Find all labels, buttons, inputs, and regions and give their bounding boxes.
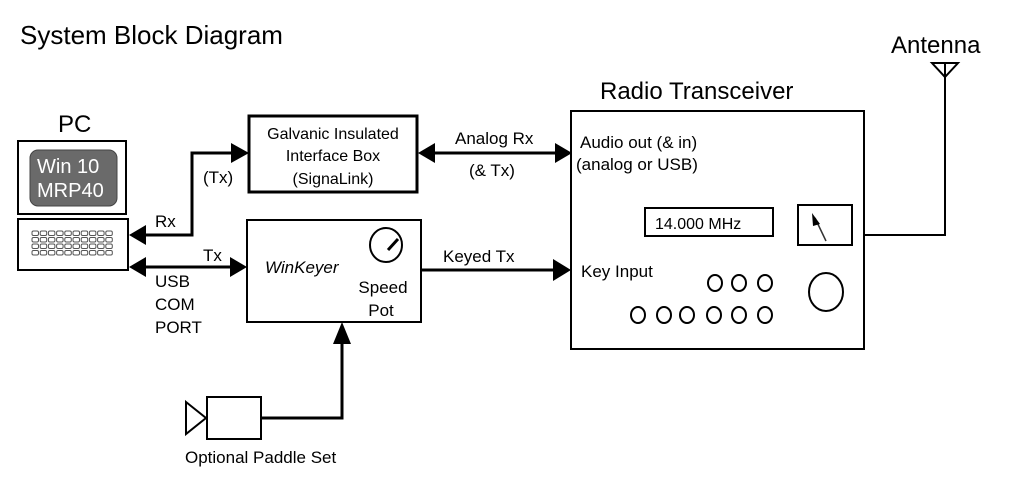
keyboard-key [98,251,105,256]
keyboard-key [106,231,113,236]
keyboard-key [40,251,47,256]
tx-label: Tx [203,246,222,265]
winkeyer-label: WinKeyer [265,258,340,277]
keyboard-key [48,244,55,249]
antenna-feedline [864,77,945,235]
keyboard-key [106,251,113,256]
usb-label-line2: COM [155,295,195,314]
arrow-to-winkeyer-paddle [333,322,351,344]
keyboard-key [32,244,39,249]
keyboard-key [73,251,80,256]
keyboard-key [65,244,72,249]
keyboard-key [57,238,64,243]
keyboard-key [40,231,47,236]
analog-tx-label: (& Tx) [469,161,515,180]
keyboard-key [65,238,72,243]
keyboard-key [32,231,39,236]
keyboard-key [98,231,105,236]
keyboard-key [32,238,39,243]
radio-label: Radio Transceiver [600,78,793,105]
keyboard-key [57,231,64,236]
interface-box-line1: Galvanic Insulated [267,126,399,143]
keyboard-key [48,231,55,236]
arrow-to-pc-usb [129,257,146,277]
speed-pot-label-line2: Pot [368,301,394,320]
usb-label-line3: PORT [155,318,202,337]
diagram-title: System Block Diagram [20,20,283,50]
arrow-to-winkeyer [230,257,247,277]
speed-pot-label-line1: Speed [358,278,407,297]
keyboard-key [40,238,47,243]
arrow-to-radio-audio [555,143,572,163]
keyboard-key [89,251,96,256]
keyboard-key [81,231,88,236]
antenna-label: Antenna [891,32,981,59]
interface-box: Galvanic Insulated Interface Box (SignaL… [249,116,417,192]
keyboard-key [57,251,64,256]
paddle-body [207,397,261,439]
arrow-to-interface-audio [418,143,435,163]
antenna-block: Antenna [864,32,981,235]
keyboard-key [89,238,96,243]
keyed-tx-label: Keyed Tx [443,247,515,266]
keyboard-key [40,244,47,249]
keyboard-key [98,244,105,249]
pc-label: PC [58,111,91,138]
keyboard-key [48,251,55,256]
keyboard-key [48,238,55,243]
pc-screen-line2: MRP40 [37,180,104,202]
keyboard-key [89,244,96,249]
arrow-to-interface [231,143,249,163]
paddle-label: Optional Paddle Set [185,448,336,467]
arrow-to-key-input [553,259,571,281]
paddle-link [261,342,342,418]
tx-paren-label: (Tx) [203,168,233,187]
keyboard-key [106,238,113,243]
keyboard-key [65,251,72,256]
keyboard-key [81,251,88,256]
keyboard-key [57,244,64,249]
keyboard-key [73,231,80,236]
keyboard-key [81,244,88,249]
keyboard-key [89,231,96,236]
winkeyer-block: WinKeyer Speed Pot [247,220,421,322]
pc-screen-line1: Win 10 [37,156,99,178]
radio-audio-line1: Audio out (& in) [580,133,697,152]
pc-block: PC Win 10 MRP40 [18,111,128,270]
interface-box-line3: (SignaLink) [293,171,374,188]
frequency-readout: 14.000 MHz [655,216,741,233]
radio-audio-line2: (analog or USB) [576,155,698,174]
keyboard-key [98,238,105,243]
paddle-lever-icon [186,402,206,434]
usb-label-line1: USB [155,272,190,291]
keyboard-key [32,251,39,256]
keyboard-key [81,238,88,243]
paddle-block: Optional Paddle Set [185,397,336,467]
interface-box-line2: Interface Box [286,148,380,165]
arrow-to-pc-rx [129,225,146,245]
rx-label: Rx [155,212,176,231]
analog-rx-label: Analog Rx [455,129,534,148]
radio-block: Radio Transceiver Audio out (& in) (anal… [571,78,864,349]
keyboard-key [106,244,113,249]
keyboard-key [73,244,80,249]
keyboard-key [65,231,72,236]
keyboard-key [73,238,80,243]
radio-key-input-label: Key Input [581,262,653,281]
